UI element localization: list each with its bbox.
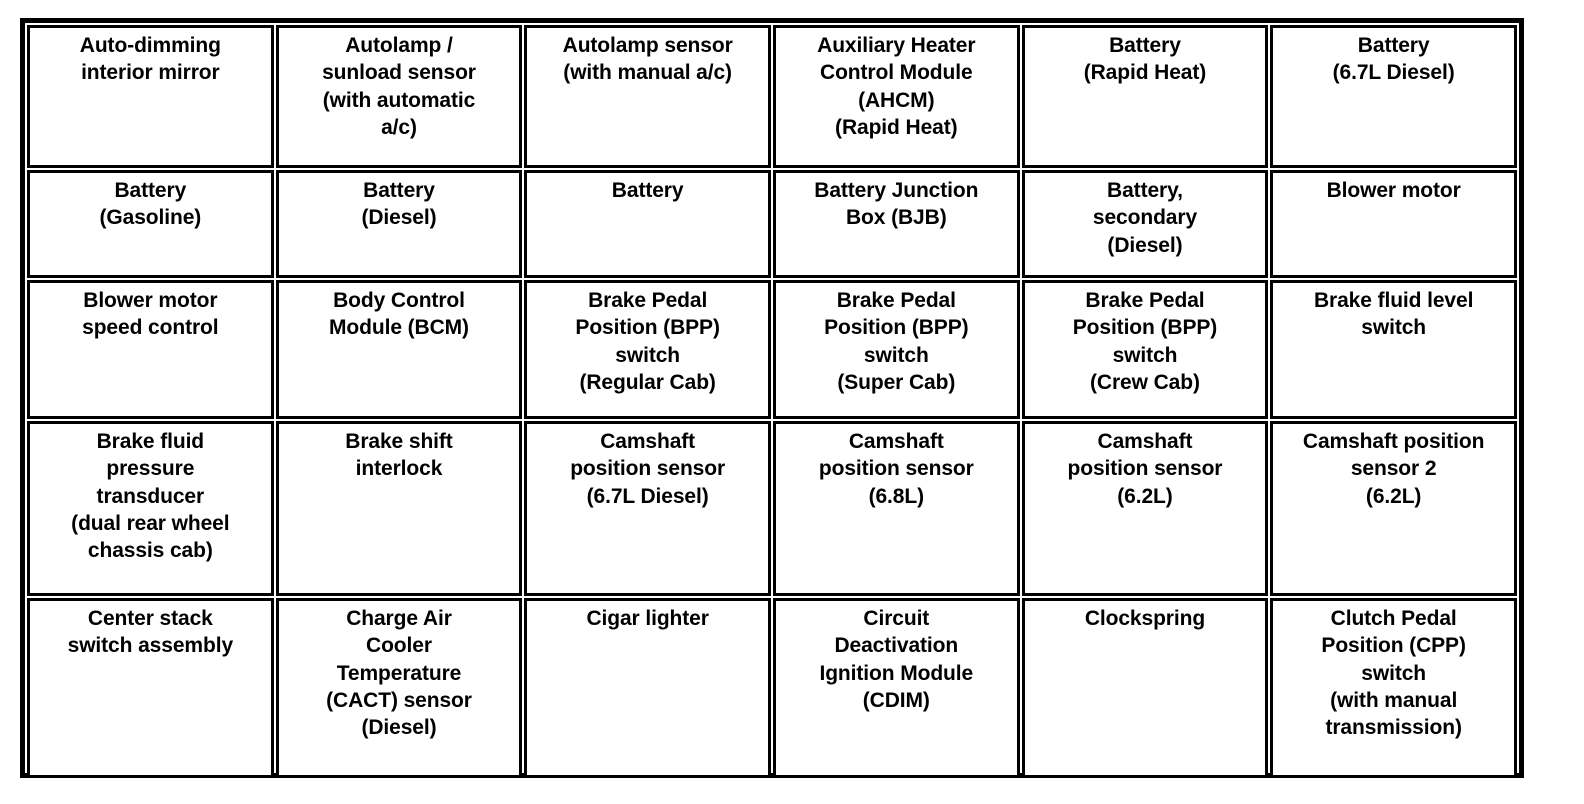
cell-label: Brake Pedal Position (BPP) switch (Super… — [824, 289, 969, 394]
table-row: Center stack switch assembly Charge Air … — [27, 598, 1517, 778]
cell-label: Autolamp / sunload sensor (with automati… — [322, 34, 476, 139]
cell-label: Camshaft position sensor (6.8L) — [818, 430, 974, 508]
cell-label: Battery (Diesel) — [361, 179, 437, 230]
table-row: Auto-dimming interior mirror Autolamp / … — [27, 25, 1517, 168]
table-cell[interactable]: Camshaft position sensor (6.2L) — [1021, 421, 1269, 596]
cell-label: Clutch Pedal Position (CPP) switch (with… — [1321, 607, 1466, 740]
cell-label: Brake Pedal Position (BPP) switch (Regul… — [575, 289, 720, 394]
table-cell[interactable]: Blower motor speed control — [27, 280, 274, 419]
cell-label: Charge Air Cooler Temperature (CACT) sen… — [326, 607, 472, 740]
table-row: Brake fluid pressure transducer (dual re… — [27, 421, 1517, 596]
cell-label: Camshaft position sensor (6.7L Diesel) — [570, 430, 726, 508]
table-cell[interactable]: Center stack switch assembly — [27, 598, 274, 778]
cell-label: Blower motor speed control — [82, 289, 219, 340]
cell-label: Blower motor — [1326, 179, 1461, 202]
table-cell[interactable]: Battery (Gasoline) — [27, 170, 274, 278]
table-row: Battery (Gasoline) Battery (Diesel) Batt… — [27, 170, 1517, 278]
cell-label: Brake shift interlock — [345, 430, 453, 481]
cell-label: Auxiliary Heater Control Module (AHCM) (… — [817, 34, 976, 139]
table-cell[interactable]: Battery (6.7L Diesel) — [1270, 25, 1517, 168]
cell-label: Cigar lighter — [586, 607, 709, 630]
cell-label: Brake Pedal Position (BPP) switch (Crew … — [1072, 289, 1218, 394]
table-cell[interactable]: Auxiliary Heater Control Module (AHCM) (… — [772, 25, 1020, 168]
cell-label: Center stack switch assembly — [67, 607, 234, 658]
table-body: Auto-dimming interior mirror Autolamp / … — [27, 25, 1517, 778]
cell-label: Body Control Module (BCM) — [329, 289, 469, 340]
table-cell[interactable]: Charge Air Cooler Temperature (CACT) sen… — [275, 598, 523, 778]
cell-label: Camshaft position sensor (6.2L) — [1067, 430, 1223, 508]
table-cell[interactable]: Cigar lighter — [524, 598, 771, 778]
table-cell[interactable]: Battery (Diesel) — [275, 170, 523, 278]
table-cell[interactable]: Brake shift interlock — [275, 421, 523, 596]
cell-label: Brake fluid pressure transducer (dual re… — [71, 430, 230, 563]
table-cell[interactable]: Battery Junction Box (BJB) — [772, 170, 1020, 278]
cell-label: Battery (6.7L Diesel) — [1332, 34, 1455, 85]
cell-label: Clockspring — [1084, 607, 1206, 630]
table-cell[interactable]: Autolamp sensor (with manual a/c) — [524, 25, 771, 168]
cell-label: Battery (Gasoline) — [99, 179, 202, 230]
table-cell[interactable]: Brake fluid level switch — [1270, 280, 1517, 419]
table-cell[interactable]: Brake Pedal Position (BPP) switch (Super… — [772, 280, 1020, 419]
table-cell[interactable]: Blower motor — [1270, 170, 1517, 278]
cell-label: Autolamp sensor (with manual a/c) — [562, 34, 733, 85]
table-cell[interactable]: Clockspring — [1021, 598, 1269, 778]
table-cell[interactable]: Clutch Pedal Position (CPP) switch (with… — [1270, 598, 1517, 778]
cell-label: Battery, secondary (Diesel) — [1092, 179, 1198, 257]
table-cell[interactable]: Circuit Deactivation Ignition Module (CD… — [772, 598, 1020, 778]
table-cell[interactable]: Battery — [524, 170, 771, 278]
cell-label: Brake fluid level switch — [1313, 289, 1474, 340]
table-cell[interactable]: Autolamp / sunload sensor (with automati… — [275, 25, 523, 168]
cell-label: Battery Junction Box (BJB) — [814, 179, 979, 230]
cell-label: Battery (Rapid Heat) — [1083, 34, 1207, 85]
cell-label: Auto-dimming interior mirror — [79, 34, 221, 85]
table-cell[interactable]: Brake Pedal Position (BPP) switch (Regul… — [524, 280, 771, 419]
component-index-table: Auto-dimming interior mirror Autolamp / … — [25, 23, 1519, 780]
table-cell[interactable]: Brake fluid pressure transducer (dual re… — [27, 421, 274, 596]
table-cell[interactable]: Camshaft position sensor 2 (6.2L) — [1270, 421, 1517, 596]
table-cell[interactable]: Body Control Module (BCM) — [275, 280, 523, 419]
table-cell[interactable]: Camshaft position sensor (6.7L Diesel) — [524, 421, 771, 596]
cell-label: Camshaft position sensor 2 (6.2L) — [1302, 430, 1485, 508]
table-cell[interactable]: Auto-dimming interior mirror — [27, 25, 274, 168]
table-row: Blower motor speed control Body Control … — [27, 280, 1517, 419]
cell-label: Battery — [611, 179, 684, 202]
component-table-frame: Auto-dimming interior mirror Autolamp / … — [20, 18, 1524, 778]
table-cell[interactable]: Battery, secondary (Diesel) — [1021, 170, 1269, 278]
table-cell[interactable]: Camshaft position sensor (6.8L) — [772, 421, 1020, 596]
cell-label: Circuit Deactivation Ignition Module (CD… — [819, 607, 974, 712]
table-cell[interactable]: Battery (Rapid Heat) — [1021, 25, 1269, 168]
table-cell[interactable]: Brake Pedal Position (BPP) switch (Crew … — [1021, 280, 1269, 419]
